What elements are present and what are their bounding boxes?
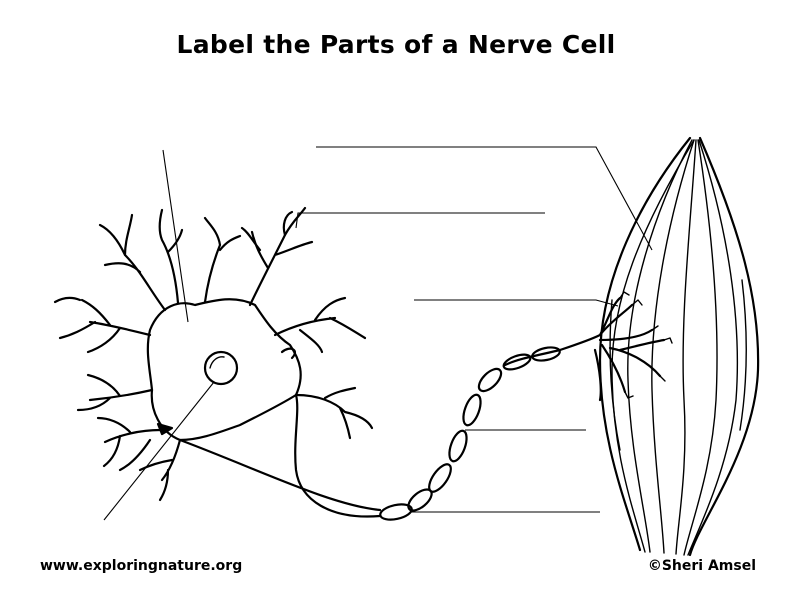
label-leaders — [103, 146, 653, 521]
website-credit: www.exploringnature.org — [40, 558, 243, 574]
leader-axon-terminal — [414, 299, 619, 307]
muscle-drawing — [598, 136, 760, 557]
dendrites-drawing — [53, 206, 374, 502]
axon-terminal-drawing — [558, 291, 673, 402]
copyright-credit: ©Sheri Amsel — [647, 558, 756, 574]
leader-dendrites — [295, 212, 545, 229]
myelin-sheath-drawing — [178, 346, 562, 521]
nucleus-drawing — [203, 350, 239, 386]
leader-muscle — [316, 146, 653, 251]
page-title: Label the Parts of a Nerve Cell — [176, 30, 616, 59]
cell-body-drawing — [146, 298, 302, 442]
leader-nucleus — [103, 381, 215, 521]
leader-cell-body — [162, 149, 189, 323]
